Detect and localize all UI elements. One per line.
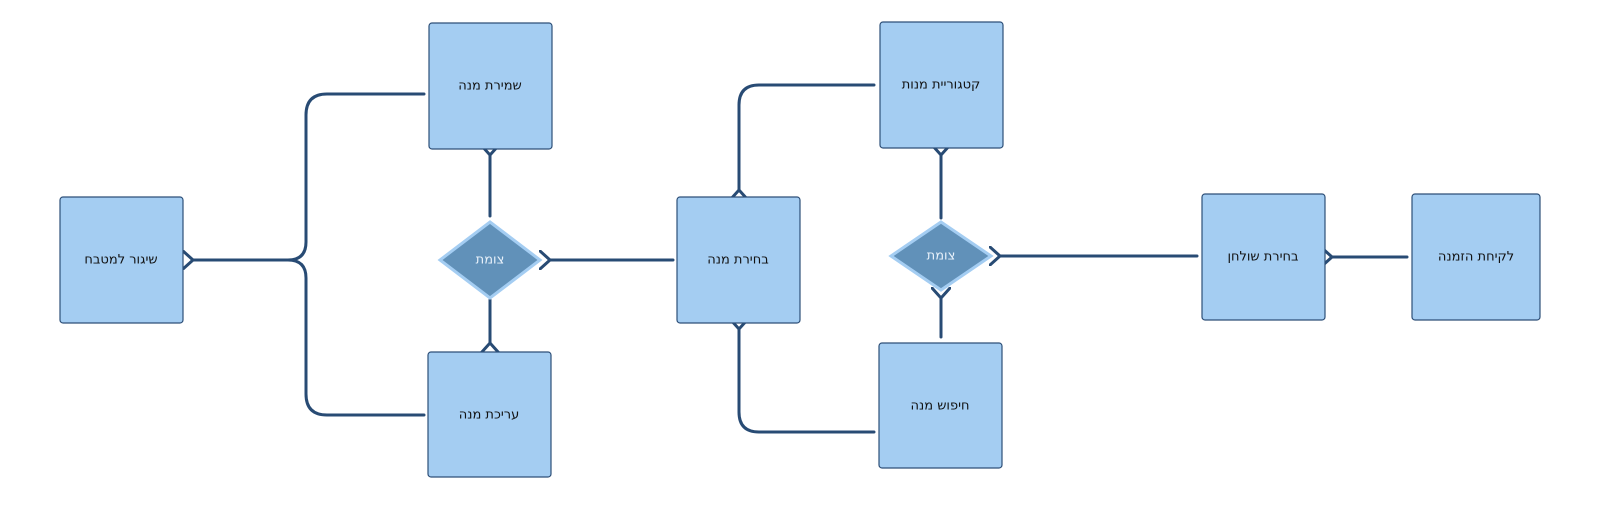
- node-send-kitchen: שיגור למטבח: [59, 196, 184, 324]
- node-send-kitchen-label: שיגור למטבח: [84, 253, 157, 268]
- node-dish-category: קטגוריית מנות: [879, 21, 1004, 149]
- edge-dish-search-to-choose-dish: [739, 329, 876, 434]
- junction-left-label: צומת: [476, 253, 505, 268]
- node-save-dish: שמירת מנה: [428, 22, 553, 150]
- edge-save-dish-to-kitchen: [286, 92, 426, 262]
- node-dish-search: חיפוש מנה: [878, 342, 1003, 469]
- node-choose-dish: בחירת מנה: [676, 196, 801, 324]
- node-edit-dish: עריכת מנה: [427, 351, 552, 478]
- node-choose-table: בחירת שולחן: [1201, 193, 1326, 321]
- node-save-dish-label: שמירת מנה: [458, 79, 522, 94]
- edge-dish-category-to-choose-dish: [739, 83, 876, 190]
- junction-right-label: צומת: [927, 249, 956, 264]
- junction-left: צומת: [437, 220, 543, 300]
- edge-edit-dish-to-kitchen: [286, 258, 426, 417]
- node-choose-dish-label: בחירת מנה: [707, 253, 768, 268]
- node-take-order: לקיחת הזמנה: [1411, 193, 1541, 321]
- node-dish-category-label: קטגוריית מנות: [902, 78, 981, 93]
- junction-right: צומת: [888, 220, 994, 292]
- node-edit-dish-label: עריכת מנה: [459, 408, 519, 423]
- node-take-order-label: לקיחת הזמנה: [1438, 250, 1514, 265]
- node-choose-table-label: בחירת שולחן: [1227, 250, 1298, 265]
- node-dish-search-label: חיפוש מנה: [911, 399, 970, 414]
